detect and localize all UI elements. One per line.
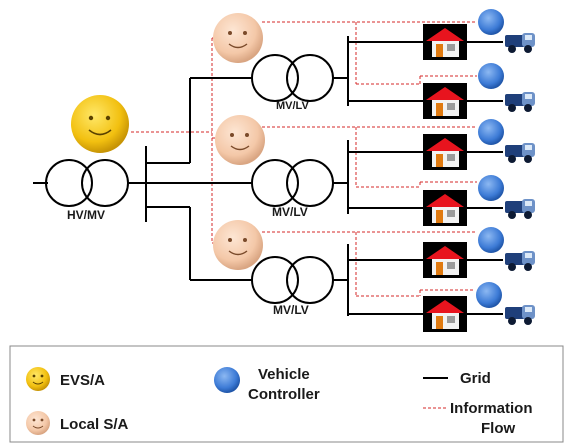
legend-local-label: Local S/A (60, 416, 129, 433)
legend-grid-label: Grid (460, 370, 491, 387)
grid-lines (33, 36, 503, 316)
legend-info-label-line1: Information (450, 400, 533, 417)
electric-vehicle-icon (505, 199, 535, 219)
legend-vehicle-label-line1: Vehicle (258, 366, 310, 383)
transformer-coil-icon (251, 54, 299, 102)
vehicle-controller-icon (478, 9, 504, 35)
vehicle-controller-icon (478, 175, 504, 201)
transformer-mv-lv-2 (251, 159, 334, 207)
transformer-mv-lv-3 (251, 256, 334, 304)
transformer-hv-mv (45, 159, 129, 207)
vehicle-controller-icon (478, 119, 504, 145)
legend-info-label-line2: Flow (481, 420, 515, 437)
transformer-coil-icon (286, 159, 334, 207)
house-icon (423, 190, 467, 226)
local-aggregator-icon (215, 115, 265, 165)
electric-vehicle-icon (505, 92, 535, 112)
transformer-label-mv-lv-2: MV/LV (272, 205, 308, 219)
electric-vehicle-icon (505, 251, 535, 271)
house-icon (423, 24, 467, 60)
legend-evs-icon (26, 367, 50, 391)
transformer-coil-icon (81, 159, 129, 207)
vehicle-controller-icon (478, 227, 504, 253)
legend-local-icon (26, 411, 50, 435)
legend-box (9, 345, 564, 443)
legend-vehicle-label-line2: Controller (248, 386, 320, 403)
transformer-label-hv-mv: HV/MV (67, 208, 105, 222)
vehicle-controller-icon (476, 282, 502, 308)
transformer-coil-icon (251, 256, 299, 304)
house-icon (423, 83, 467, 119)
house-icon (423, 296, 467, 332)
transformer-coil-icon (286, 54, 334, 102)
electric-vehicle-icon (505, 305, 535, 325)
house-icon (423, 242, 467, 278)
legend-evs-label: EVS/A (60, 372, 105, 389)
vehicle-controller-icons (476, 9, 504, 308)
vehicle-controller-icon (478, 63, 504, 89)
transformer-label-mv-lv-3: MV/LV (273, 303, 309, 317)
transformer-coil-icon (45, 159, 93, 207)
electric-vehicle-icon (505, 143, 535, 163)
local-aggregator-icon (213, 220, 263, 270)
transformer-mv-lv-1 (251, 54, 334, 102)
evs-aggregator-icon (71, 95, 129, 153)
information-flow-lines (131, 21, 477, 297)
local-aggregator-icon (213, 13, 263, 63)
house-icon (423, 134, 467, 170)
transformer-coil-icon (251, 159, 299, 207)
legend-vehicle-controller-icon (214, 367, 240, 393)
transformer-coil-icon (286, 256, 334, 304)
transformer-label-mv-lv-1: MV/LV (276, 100, 309, 112)
legend: EVS/A Local S/A Vehicle Controller Grid … (9, 345, 564, 443)
electric-vehicle-icon (505, 33, 535, 53)
